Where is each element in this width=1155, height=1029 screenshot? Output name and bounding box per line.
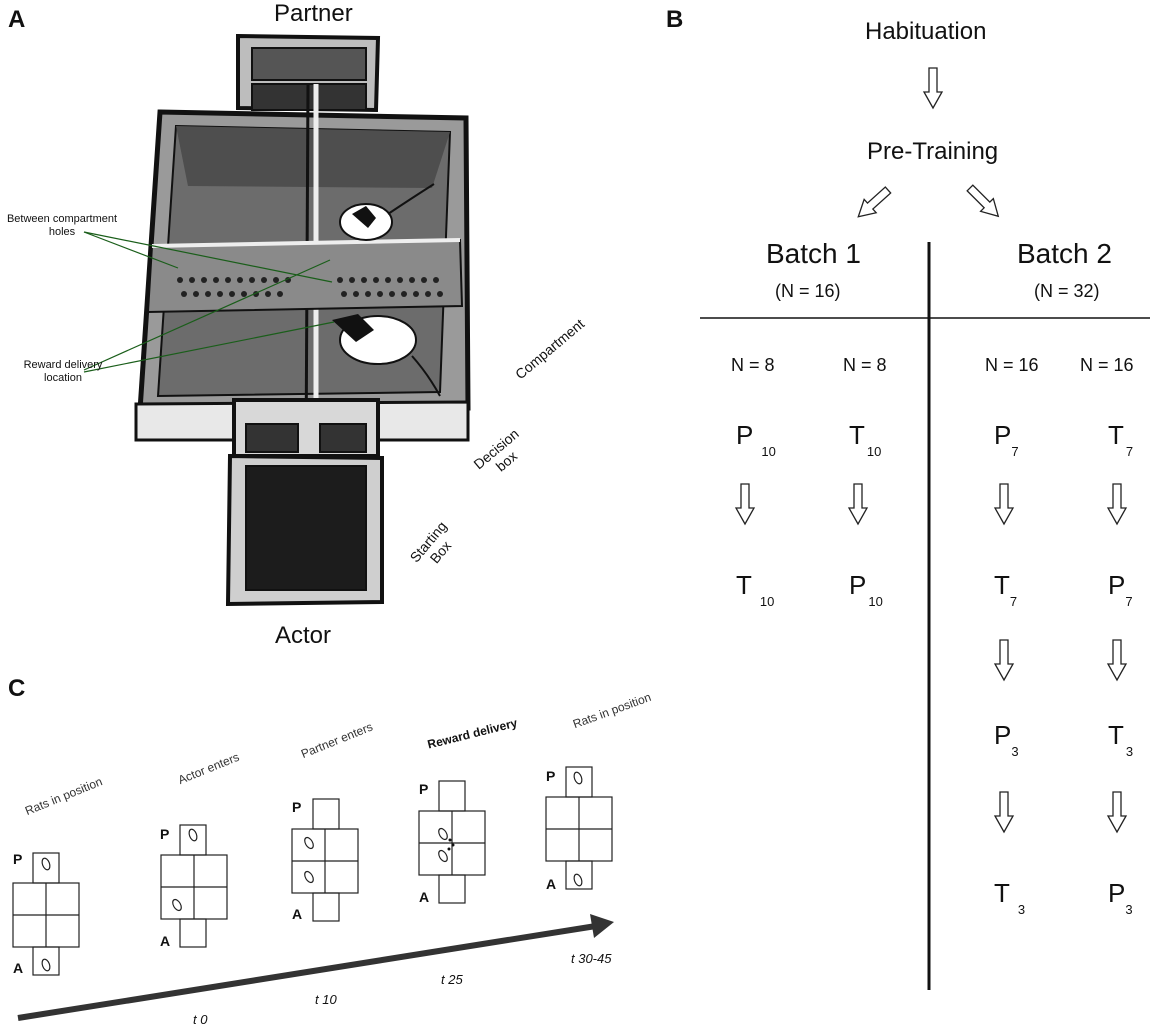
panel-a-letter: A <box>8 6 26 33</box>
panel-b-letter: B <box>666 6 684 33</box>
group1-n: N = 8 <box>731 355 775 375</box>
sequence-cell: P10 <box>849 570 883 609</box>
sequence-cell: P3 <box>994 720 1019 759</box>
sequence-cell: P7 <box>994 420 1019 459</box>
partner-label: Partner <box>274 0 353 27</box>
time-label: t 0 <box>193 1012 208 1027</box>
time-label: t 30-45 <box>571 951 612 966</box>
batch1-title: Batch 1 <box>766 238 861 269</box>
actor-marker: A <box>292 906 303 922</box>
batch2-n: (N = 32) <box>1034 281 1100 301</box>
habituation-label: Habituation <box>865 18 987 45</box>
panel-c-letter: C <box>8 675 26 702</box>
reward-location-label: Reward delivery location <box>23 359 103 384</box>
batch1-n: (N = 16) <box>775 281 841 301</box>
group2-n: N = 8 <box>843 355 887 375</box>
partner-marker: P <box>160 826 170 842</box>
partner-marker: P <box>13 851 23 867</box>
sequence-cell: T7 <box>994 570 1018 609</box>
sequence-cell: P3 <box>1108 878 1133 917</box>
group3-n: N = 16 <box>985 355 1039 375</box>
sequence-cell: T10 <box>849 420 882 459</box>
actor-label: Actor <box>275 622 332 649</box>
time-label: t 10 <box>315 992 337 1007</box>
sequence-cell: T7 <box>1108 420 1134 459</box>
actor-marker: A <box>13 960 24 976</box>
actor-marker: A <box>546 876 557 892</box>
actor-marker: A <box>160 933 171 949</box>
partner-marker: P <box>546 768 556 784</box>
sequence-cell: T3 <box>1108 720 1134 759</box>
sequence-cell: P10 <box>736 420 776 459</box>
sequence-cell: T10 <box>736 570 775 609</box>
sequence-cell: P7 <box>1108 570 1133 609</box>
group4-n: N = 16 <box>1080 355 1134 375</box>
sequence-cell: T3 <box>994 878 1026 917</box>
pretraining-label: Pre-Training <box>867 138 999 165</box>
batch2-title: Batch 2 <box>1017 238 1112 269</box>
time-label: t 25 <box>441 972 463 987</box>
holes-label: Between compartment holes <box>6 213 118 238</box>
partner-marker: P <box>419 781 429 797</box>
actor-marker: A <box>419 889 430 905</box>
partner-marker: P <box>292 799 302 815</box>
